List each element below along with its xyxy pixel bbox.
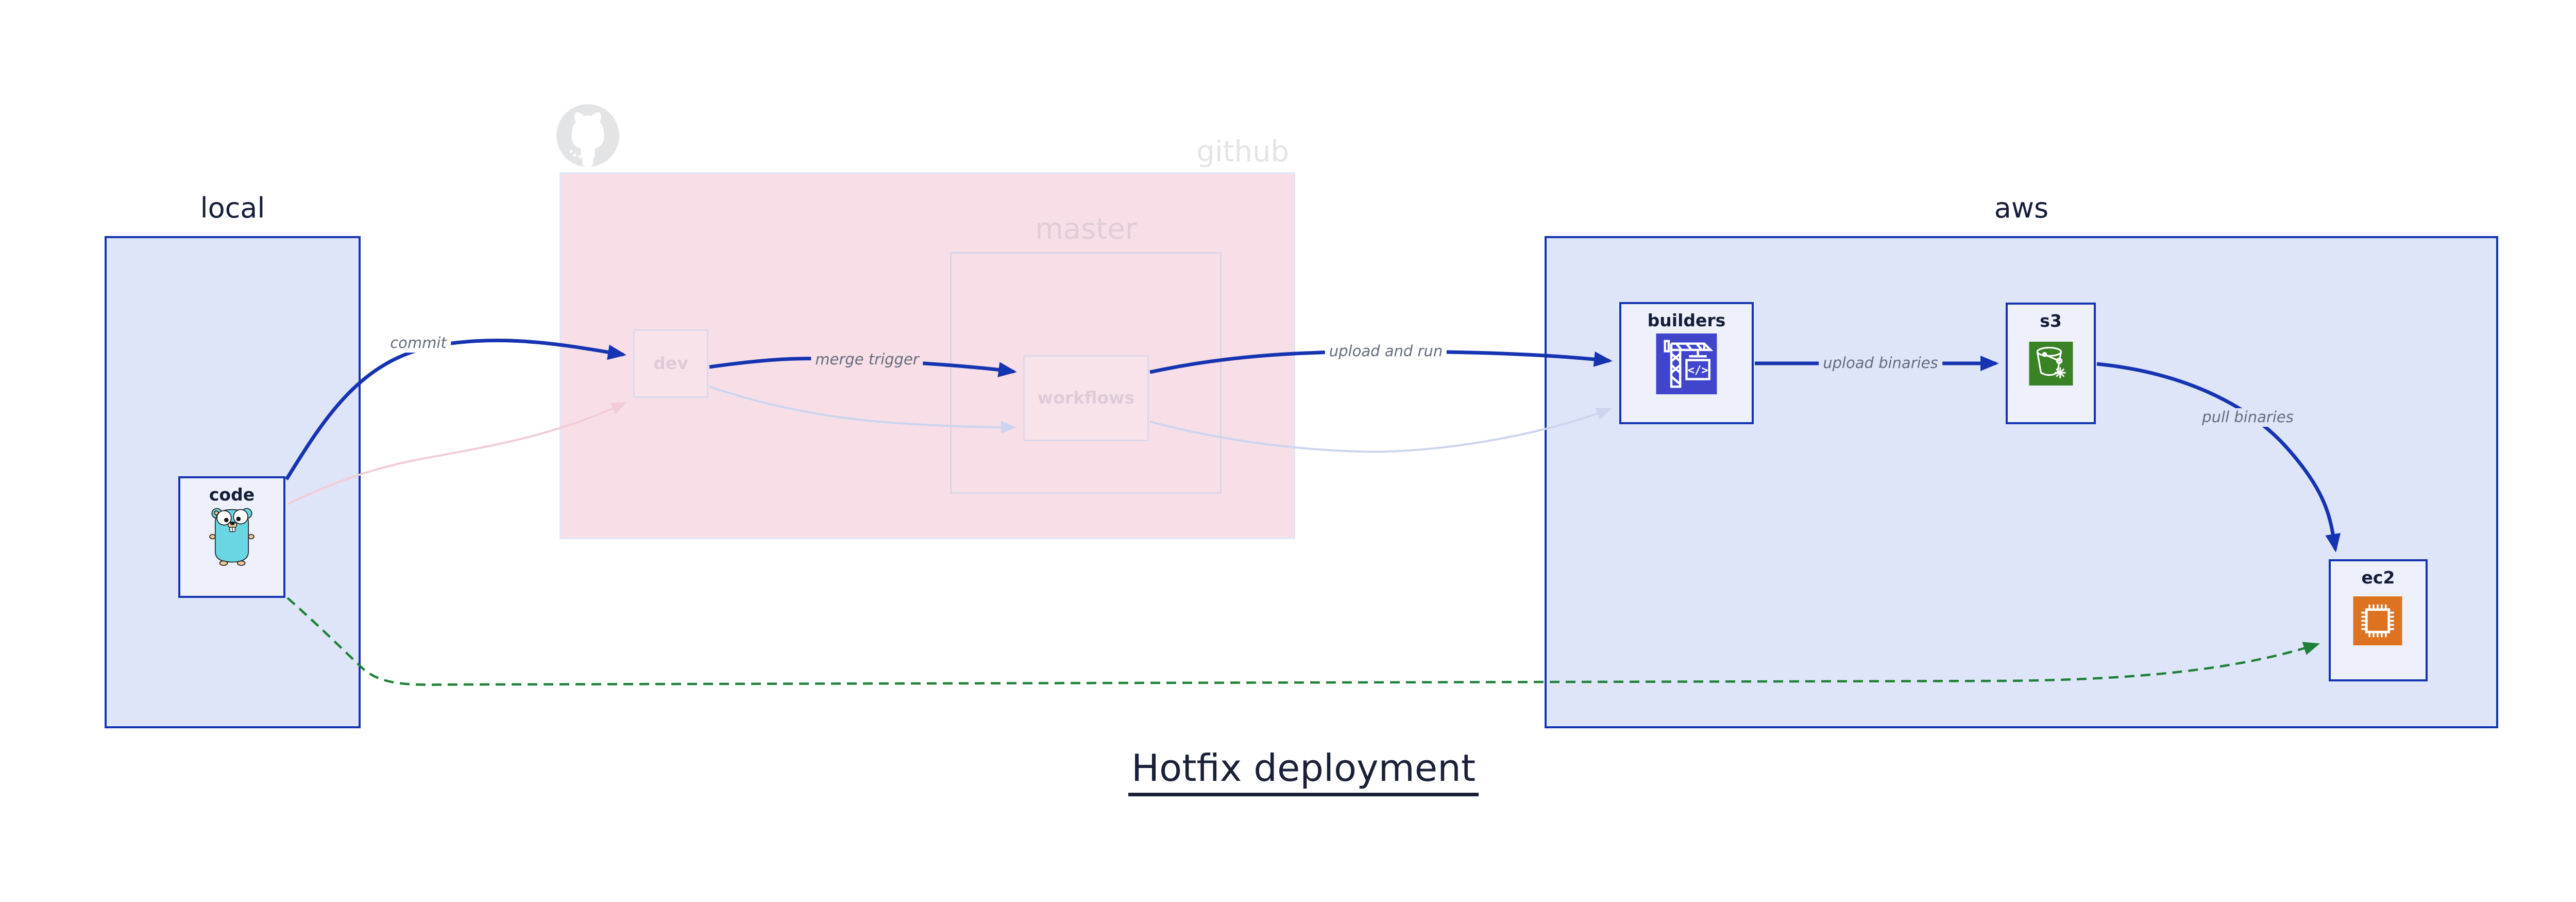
dev-node[interactable]	[633, 329, 708, 398]
dev-node-label: dev	[653, 353, 688, 373]
local-container-label: local	[200, 192, 265, 224]
pull-binaries-edge-label: pull binaries	[2198, 408, 2298, 427]
workflows-node[interactable]	[1023, 355, 1149, 441]
s3-bucket-icon	[2029, 342, 2073, 386]
ec2-chip-icon	[2353, 596, 2402, 645]
aws-container-label: aws	[1994, 192, 2049, 224]
builders-node-label: builders	[1647, 310, 1726, 330]
go-gopher-icon	[209, 508, 255, 566]
merge-trigger-edge-label: merge trigger	[811, 350, 923, 369]
diagram-title: Hotfix deployment	[1128, 746, 1479, 796]
upload-and-run-edge-label: upload and run	[1325, 342, 1447, 361]
upload-binaries-edge-label: upload binaries	[1819, 354, 1942, 373]
workflows-node-label: workflows	[1037, 388, 1135, 408]
master-container-label: master	[1035, 212, 1137, 246]
octocat-icon	[556, 104, 619, 167]
s3-node-label: s3	[2040, 311, 2062, 331]
codebuild-crane-icon: </>	[1656, 333, 1717, 394]
svg-text:</>: </>	[1688, 364, 1708, 377]
ec2-node-label: ec2	[2361, 567, 2395, 588]
code-node-label: code	[209, 485, 255, 505]
commit-edge-label: commit	[386, 334, 451, 353]
github-container-label: github	[1196, 135, 1289, 169]
